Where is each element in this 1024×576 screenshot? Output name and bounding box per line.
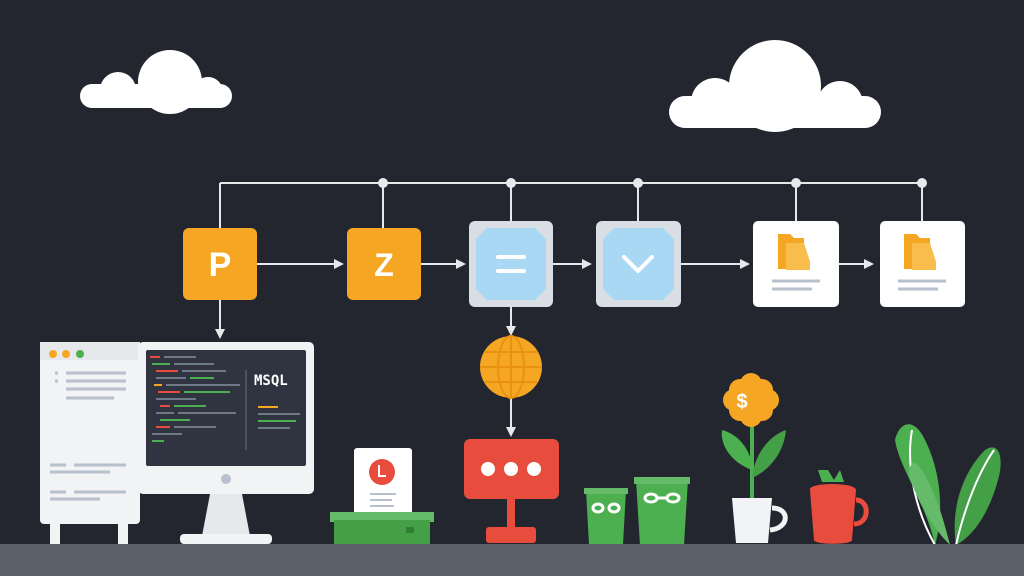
cloud-right-icon [669, 40, 881, 132]
connector-bus [219, 182, 923, 230]
folder-icon [778, 234, 810, 270]
chevron-down-icon [622, 255, 654, 273]
clock-card [354, 448, 412, 518]
pipeline-node-z[interactable]: Z [347, 228, 421, 300]
cloud-left-icon [80, 50, 232, 114]
floor [0, 544, 1024, 576]
pipeline-node-chevron[interactable] [596, 221, 681, 307]
green-cup-large [634, 477, 690, 545]
p-icon: P [209, 246, 232, 284]
leafy-plant [895, 424, 1001, 546]
pipeline-node-document-2[interactable] [880, 221, 965, 307]
pipeline-node-equals[interactable] [469, 221, 553, 307]
document-lines [898, 279, 946, 291]
globe-icon[interactable] [480, 335, 542, 399]
clock-icon [369, 459, 395, 485]
monitor-label: MSQL [254, 373, 288, 389]
pipeline-node-p[interactable]: P [183, 228, 257, 300]
green-box [330, 512, 434, 546]
down-arrows [215, 298, 516, 437]
pipeline-node-document-1[interactable] [753, 221, 839, 307]
chat-bubble-icon[interactable] [464, 439, 559, 543]
folder-icon [904, 234, 936, 270]
flow-arrows [257, 259, 874, 269]
connector-dots [378, 178, 927, 188]
monitor: MSQL [138, 342, 314, 544]
z-icon: Z [374, 247, 394, 283]
document-lines [772, 279, 820, 291]
red-pot [809, 470, 869, 544]
code-lines [150, 356, 300, 450]
equals-icon [496, 255, 526, 273]
computer-tower [40, 342, 140, 544]
apple-logo-icon [221, 474, 231, 484]
green-cup-small [584, 488, 628, 545]
dollar-flower: $ [721, 373, 788, 543]
dollar-icon: $ [736, 391, 747, 413]
